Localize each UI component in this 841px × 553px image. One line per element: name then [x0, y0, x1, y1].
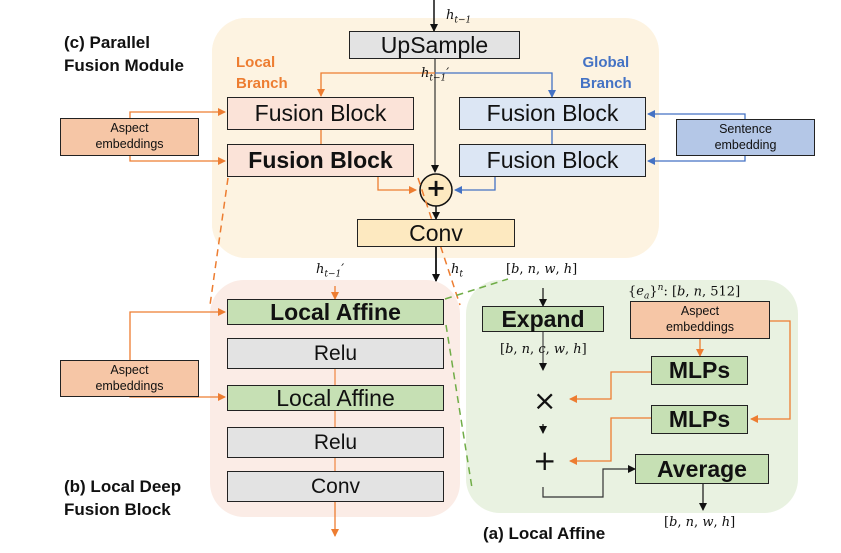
local-branch-label: Local Branch: [236, 54, 288, 92]
relu-layer-1: Relu: [227, 338, 444, 369]
local-affine-layer-1: Local Affine: [227, 299, 444, 325]
local-deep-fusion-caption: (b) Local Deep Fusion Block: [64, 477, 182, 519]
aspect-shape-label: {ea}n: [b, n, 512]: [628, 283, 741, 302]
local-affine-caption: (a) Local Affine: [483, 524, 606, 543]
parallel-fusion-caption: (c) Parallel Fusion Module: [64, 33, 184, 75]
arrow-aspect-mlp2: [750, 320, 791, 423]
arrow-sentence-global-2: [647, 156, 746, 165]
global-fusion-block-1: Fusion Block: [459, 97, 646, 130]
arrow-upsample-global: [435, 72, 556, 98]
aspect-embeddings-affine-text: Aspect embeddings: [665, 304, 735, 334]
arrow-mlp1-multiply: [569, 371, 651, 403]
upsample-block: UpSample: [349, 31, 520, 59]
conv-block: Conv: [357, 219, 515, 247]
mlps-block-1: MLPs: [651, 356, 748, 385]
aspect-embeddings-top-text: Aspect embeddings: [95, 121, 164, 151]
expanded-shape: [b, n, c, w, h]: [500, 342, 587, 357]
arrow-global-sum: [454, 177, 496, 194]
arrow-add-average: [542, 465, 636, 498]
arrow-aspect-local-1: [129, 108, 226, 118]
zoom-dash-green-bottom: [445, 324, 473, 489]
sum-operator: +: [426, 174, 447, 202]
zoom-dash-left: [209, 177, 229, 306]
arrow-sentence-global-1: [647, 110, 746, 119]
arrow-local-sum: [377, 177, 417, 194]
relu-layer-2: Relu: [227, 427, 444, 458]
average-block: Average: [635, 454, 769, 484]
aspect-embeddings-affine: Aspect embeddings: [630, 301, 770, 339]
arrow-aspect-affine-1: [129, 308, 226, 360]
add-operator: +: [533, 444, 557, 477]
expand-block: Expand: [482, 306, 604, 332]
local-affine-layer-2: Local Affine: [227, 385, 444, 411]
global-fusion-block-2: Fusion Block: [459, 144, 646, 177]
aspect-embeddings-top: Aspect embeddings: [60, 118, 199, 156]
local-fusion-block-2: Fusion Block: [227, 144, 414, 177]
output-hidden-label: ht: [451, 262, 463, 280]
multiply-operator: ×: [533, 384, 557, 417]
arrow-upsample-local: [317, 72, 435, 97]
aspect-embeddings-deep-text: Aspect embeddings: [95, 362, 164, 393]
conv-layer: Conv: [227, 471, 444, 502]
affine-output-shape: [b, n, w, h]: [664, 515, 736, 530]
sentence-embedding-text: Sentence embedding: [714, 121, 777, 152]
global-branch-label: Global Branch: [580, 54, 632, 92]
mlps-block-2: MLPs: [651, 405, 748, 434]
zoom-dash-green-top: [444, 278, 509, 300]
aspect-embeddings-deep: Aspect embeddings: [60, 360, 199, 397]
affine-input-shape: [b, n, w, h]: [506, 262, 578, 277]
arrow-mlp2-add: [569, 417, 651, 465]
local-fusion-block-1: Fusion Block: [227, 97, 414, 130]
upsample-output-label: ht−1′: [421, 66, 450, 84]
arrow-aspect-local-2: [129, 155, 226, 165]
sentence-embedding: Sentence embedding: [676, 119, 815, 156]
input-hidden-label: ht−1: [446, 8, 472, 26]
deep-input-label: ht−1′: [316, 262, 345, 280]
